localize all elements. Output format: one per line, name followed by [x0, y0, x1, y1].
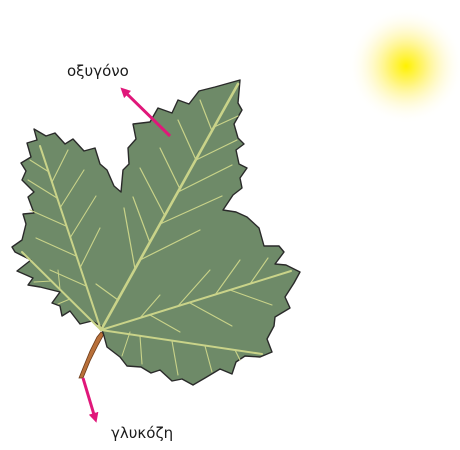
leaf-stem — [79, 332, 104, 378]
sun-icon — [348, 8, 460, 124]
oxygen-label: οξυγόνο — [67, 62, 129, 80]
glucose-arrow — [83, 378, 95, 418]
leaf-icon — [12, 80, 300, 385]
glucose-label: γλυκόζη — [111, 424, 173, 442]
